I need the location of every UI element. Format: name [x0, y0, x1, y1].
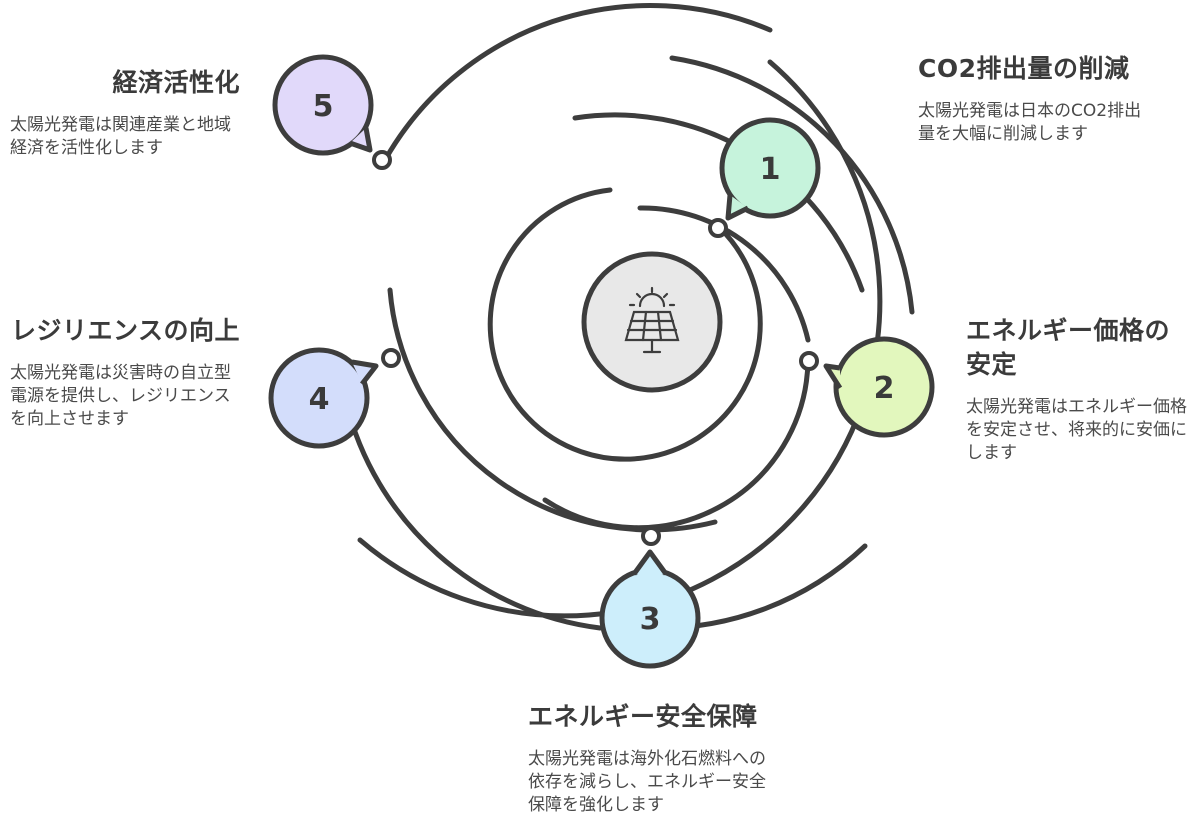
- orbit-ring-4b: [382, 3, 773, 163]
- node-2-number: 2: [874, 371, 895, 406]
- orbit-ring-4: [357, 59, 883, 619]
- orbit-ring-5c: [343, 399, 603, 631]
- connector-dot-1: [708, 218, 728, 238]
- orbit-ring-5: [669, 55, 915, 315]
- node-3-number: 3: [640, 602, 661, 637]
- connector-dot-3: [641, 526, 661, 546]
- item-1-text: CO2排出量の削減 太陽光発電は日本のCO2排出量を大幅に削減します: [918, 52, 1158, 146]
- connector-dot-5: [372, 150, 392, 170]
- item-1-desc: 太陽光発電は日本のCO2排出量を大幅に削減します: [918, 101, 1142, 144]
- item-5-title: 経済活性化: [112, 68, 240, 97]
- orbit-ring-1: [487, 187, 763, 462]
- orbit-ring-2b: [637, 205, 811, 343]
- connector-dot-4: [381, 348, 401, 368]
- node-4-number: 4: [309, 382, 330, 417]
- item-1-title: CO2排出量の削減: [918, 54, 1130, 83]
- item-2-text: エネルギー価格の安定 太陽光発電はエネルギー価格を安定させ、将来的に安価にします: [966, 314, 1192, 465]
- node-2: 2: [823, 336, 935, 438]
- item-3-text: エネルギー安全保障 太陽光発電は海外化石燃料への依存を減らし、エネルギー安全保障…: [528, 700, 788, 817]
- node-5-number: 5: [313, 89, 334, 124]
- item-5-desc: 太陽光発電は関連産業と地域経済を活性化します: [10, 115, 231, 158]
- center-node: [581, 251, 723, 393]
- connector-dot-2: [799, 351, 819, 371]
- item-2-title: エネルギー価格の安定: [966, 316, 1171, 379]
- item-3-title: エネルギー安全保障: [528, 702, 758, 731]
- item-5-text: 経済活性化 太陽光発電は関連産業と地域経済を活性化します: [10, 66, 240, 160]
- item-3-desc: 太陽光発電は海外化石燃料への依存を減らし、エネルギー安全保障を強化します: [528, 749, 766, 815]
- solar-panel-icon: [624, 286, 680, 354]
- node-5: 5: [272, 54, 374, 156]
- item-4-title: レジリエンスの向上: [10, 316, 240, 345]
- item-2-desc: 太陽光発電はエネルギー価格を安定させ、将来的に安価にします: [966, 397, 1187, 463]
- node-1: 1: [719, 117, 821, 221]
- node-3: 3: [599, 549, 701, 669]
- item-4-text: レジリエンスの向上 太陽光発電は災害時の自立型電源を提供し、レジリエンスを向上さ…: [10, 314, 240, 431]
- item-4-desc: 太陽光発電は災害時の自立型電源を提供し、レジリエンスを向上させます: [10, 363, 231, 429]
- node-1-number: 1: [760, 152, 781, 187]
- node-4: 4: [268, 347, 379, 449]
